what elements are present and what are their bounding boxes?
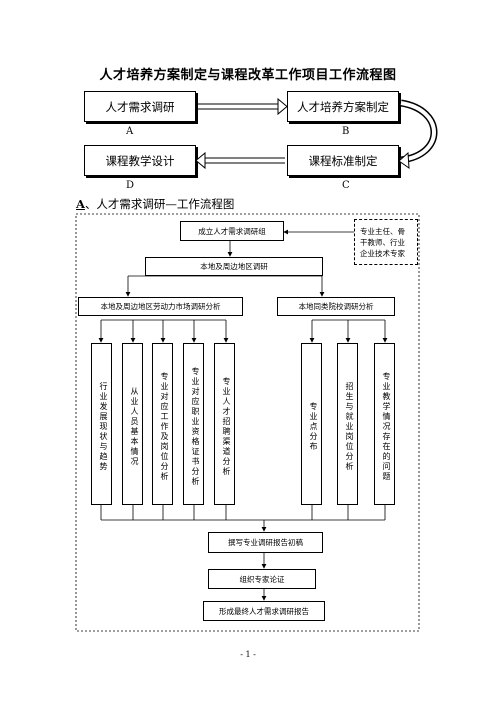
box-b-label: 人才培养方案制定 — [297, 99, 389, 114]
arrow-c-to-d — [195, 151, 285, 170]
draft-report-box: 撰写专业调研报告初稿 — [208, 532, 323, 553]
arrow-b-to-c — [398, 99, 438, 170]
col-certificates: 专业对应职业资格证书分析 — [183, 343, 204, 505]
col-enrollment-employment: 招生与就业岗位分析 — [337, 343, 358, 505]
draft-report-label: 撰写专业调研报告初稿 — [228, 538, 303, 547]
col-practitioners: 从业人员基本情况 — [122, 343, 143, 505]
section-letter: A — [76, 197, 85, 211]
box-b-training-plan: 人才培养方案制定 — [287, 91, 399, 122]
col-recruitment-channels-text: 专业人才招聘渠道分析 — [222, 377, 231, 477]
page-number: - 1 - — [240, 650, 256, 659]
col-certificates-text: 专业对应职业资格证书分析 — [191, 367, 200, 487]
col-jobs-positions-text: 专业对应工作及岗位分析 — [160, 372, 169, 482]
section-text: 、人才需求调研—工作流程图 — [84, 197, 235, 211]
box-a-label: 人才需求调研 — [105, 99, 175, 114]
box-d-label: 课程教学设计 — [105, 153, 175, 168]
final-report-label: 形成最终人才需求调研报告 — [219, 606, 309, 616]
peer-schools-box: 本地同类院校调研分析 — [277, 297, 395, 316]
label-a: A — [126, 126, 134, 137]
col-program-distribution-text: 专业点分布 — [309, 402, 318, 452]
arrow-a-to-b — [198, 97, 288, 116]
expert-review-label: 组织专家论证 — [239, 574, 285, 584]
col-teaching-problems: 专业教学情况存在的问题 — [374, 343, 395, 505]
col-industry-trend: 行业发展现状与趋势 — [91, 343, 112, 505]
col-teaching-problems-text: 专业教学情况存在的问题 — [382, 372, 391, 482]
experts-box: 专业主任、骨干教师、行业企业技术专家 — [354, 219, 418, 265]
box-d-course-design: 课程教学设计 — [84, 145, 196, 176]
label-d: D — [126, 180, 135, 191]
peer-schools-label: 本地同类院校调研分析 — [298, 302, 374, 311]
col-enrollment-employment-text: 招生与就业岗位分析 — [345, 382, 354, 472]
box-c-course-standard: 课程标准制定 — [287, 145, 399, 176]
col-practitioners-text: 从业人员基本情况 — [130, 387, 139, 467]
box-c-label: 课程标准制定 — [308, 153, 378, 168]
research-group-label: 成立人才需求调研组 — [198, 226, 266, 236]
col-industry-trend-text: 行业发展现状与趋势 — [99, 382, 108, 472]
box-a-talent-demand-research: 人才需求调研 — [84, 91, 196, 122]
final-report-box: 形成最终人才需求调研报告 — [203, 601, 325, 621]
col-jobs-positions: 专业对应工作及岗位分析 — [152, 343, 173, 505]
local-research-box: 本地及周边地区调研 — [145, 257, 323, 276]
labor-market-box: 本地及周边地区劳动力市场调研分析 — [78, 297, 243, 316]
label-c: C — [342, 180, 350, 191]
research-group-box: 成立人才需求调研组 — [180, 221, 284, 241]
page-title: 人才培养方案制定与课程改革工作项目工作流程图 — [99, 68, 397, 83]
labor-market-label: 本地及周边地区劳动力市场调研分析 — [100, 302, 221, 311]
experts-label: 专业主任、骨干教师、行业企业技术专家 — [360, 226, 405, 258]
col-recruitment-channels: 专业人才招聘渠道分析 — [214, 343, 235, 505]
label-b: B — [342, 126, 350, 137]
col-program-distribution: 专业点分布 — [301, 343, 322, 505]
section-heading: A、人才需求调研—工作流程图 — [76, 196, 234, 212]
expert-review-box: 组织专家论证 — [208, 569, 316, 589]
local-research-label: 本地及周边地区调研 — [200, 262, 268, 271]
